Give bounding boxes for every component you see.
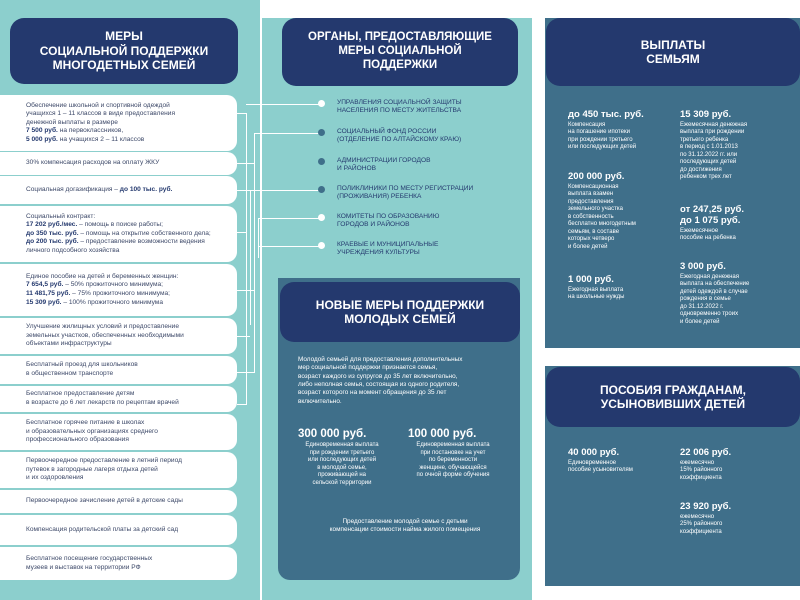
measure-gasification: Социальная догазификация – до 100 тыс. р…	[0, 176, 237, 204]
measure-hot-meals: Бесплатное горячее питание в школах и об…	[0, 414, 237, 450]
bullet-icon	[318, 100, 325, 107]
measure-social-contract: Социальный контракт: 17 202 руб./мес. – …	[0, 206, 237, 262]
measure-kindergarten-compensation: Компенсация родительской платы за детски…	[0, 515, 237, 545]
connector-row-7	[237, 372, 254, 373]
connector-org-3	[250, 190, 320, 191]
connector-row-2	[237, 163, 254, 164]
connector-trunk-3	[250, 190, 251, 325]
young-families-footer: Предоставление молодой семье с детьми ко…	[329, 518, 481, 534]
connector-org-2	[254, 133, 320, 134]
measure-free-museums: Бесплатное посещение государственных муз…	[0, 547, 237, 580]
measure-summer-camps: Первоочередное предоставление в летний п…	[0, 452, 237, 488]
measure-kindergarten-enrollment: Первоочередное зачисление детей в детски…	[0, 490, 237, 513]
connector-org-4	[258, 218, 320, 219]
organ-social-fund: СОЦИАЛЬНЫЙ ФОНД РОССИИ(ОТДЕЛЕНИЕ ПО АЛТА…	[318, 128, 518, 144]
connector-org-1	[246, 104, 320, 105]
connector-trunk-2	[254, 133, 255, 373]
connector-row-4	[237, 232, 247, 233]
connector-row-1	[237, 113, 247, 114]
bullet-icon	[318, 186, 325, 193]
connector-trunk-1	[246, 113, 247, 405]
organ-polyclinics: ПОЛИКЛИНИКИ ПО МЕСТУ РЕГИСТРАЦИИ(ПРОЖИВА…	[318, 185, 518, 201]
bullet-icon	[318, 158, 325, 165]
connector-row-3	[237, 190, 250, 191]
connector-row-8	[237, 404, 247, 405]
measure-free-transport: Бесплатный проезд для школьников в общес…	[0, 356, 237, 384]
payment-child-allowance: от 247,25 руб. до 1 075 руб. Ежемесячное…	[680, 204, 745, 242]
measure-housing-compensation: 30% компенсация расходов на оплату ЖКУ	[0, 152, 237, 175]
measure-free-medicines: Бесплатное предоставление детям в возрас…	[0, 386, 237, 412]
bullet-icon	[318, 129, 325, 136]
measure-housing-land: Улучшение жилищных условий и предоставле…	[0, 318, 237, 354]
header-adoption: ПОСОБИЯ ГРАЖДАНАМ,УСЫНОВИВШИХ ДЕТЕЙ	[546, 367, 800, 427]
measure-school-clothing: Обеспечение школьной и спортивной одеждо…	[0, 95, 237, 151]
young-families-intro: Молодой семьей для предоставления дополн…	[298, 356, 463, 405]
connector-trunk-4	[258, 218, 259, 258]
bullet-icon	[318, 214, 325, 221]
measure-unified-allowance: Единое пособие на детей и беременных жен…	[0, 264, 237, 316]
connector-row-5	[237, 290, 254, 291]
bullet-icon	[318, 242, 325, 249]
connector-row-6	[237, 336, 250, 337]
connector-org-5	[258, 246, 320, 247]
